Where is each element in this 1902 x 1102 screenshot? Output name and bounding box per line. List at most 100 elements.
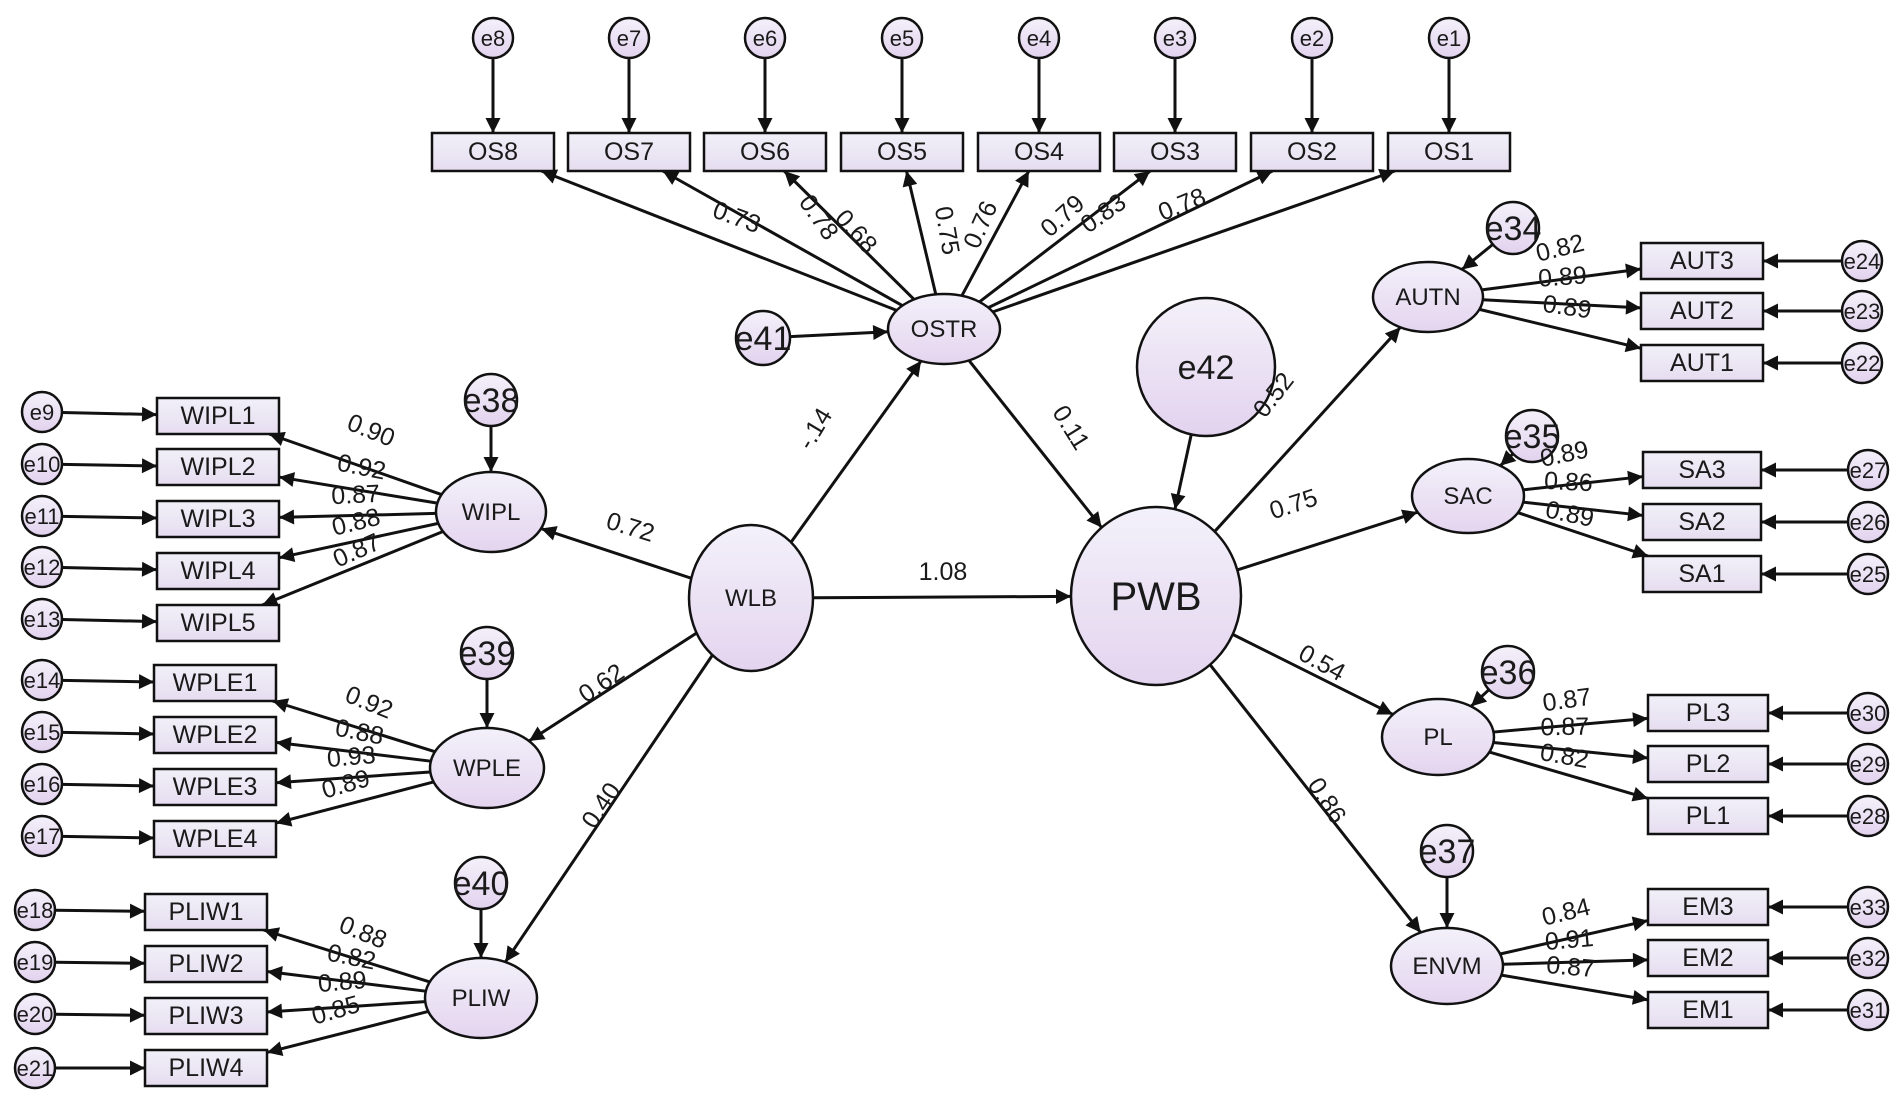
svg-text:e8: e8 xyxy=(481,26,505,51)
indicator-wipl1: WIPL1 xyxy=(155,396,281,436)
error-e2: e2 xyxy=(1290,16,1334,60)
indicator-os5: OS5 xyxy=(839,131,965,173)
error-e21: e21 xyxy=(13,1046,57,1090)
svg-text:WIPL5: WIPL5 xyxy=(180,609,255,637)
indicator-os7: OS7 xyxy=(566,131,692,173)
arrow-e12-to-wipl4 xyxy=(61,561,158,577)
coef-wlb-ostr: -.14 xyxy=(792,403,838,454)
coef-ostr-pwb: 0.11 xyxy=(1047,400,1096,455)
arrow-e15-to-wple2 xyxy=(61,726,155,742)
arrow-wipl-to-wipl2 xyxy=(278,472,438,505)
svg-text:WPLE: WPLE xyxy=(453,755,521,782)
svg-text:PLIW: PLIW xyxy=(452,985,511,1012)
svg-text:e3: e3 xyxy=(1163,26,1187,51)
svg-text:e11: e11 xyxy=(24,504,59,529)
svg-text:e15: e15 xyxy=(24,720,61,745)
error-e27: e27 xyxy=(1846,448,1890,492)
disturbance-e40: e40 xyxy=(453,855,510,911)
error-e20: e20 xyxy=(13,992,57,1036)
error-e4: e4 xyxy=(1017,16,1061,60)
loading-wipl3: 0.87 xyxy=(331,480,381,511)
arrow-e35-to-sac xyxy=(1499,450,1517,467)
indicator-pl1: PL1 xyxy=(1646,796,1770,836)
indicator-os4: OS4 xyxy=(976,131,1102,173)
svg-text:e2: e2 xyxy=(1300,26,1324,51)
error-e31: e31 xyxy=(1846,988,1890,1032)
arrow-autn-to-aut2 xyxy=(1482,298,1642,315)
svg-text:ENVM: ENVM xyxy=(1412,953,1481,980)
indicator-os6: OS6 xyxy=(702,131,828,173)
indicator-wipl5: WIPL5 xyxy=(155,603,281,643)
arrow-wple-to-wple1 xyxy=(272,698,436,754)
svg-text:e31: e31 xyxy=(1850,998,1887,1023)
disturbance-e38: e38 xyxy=(463,372,519,428)
svg-text:e26: e26 xyxy=(1850,510,1887,535)
coef-wlb-pwb: 1.08 xyxy=(919,558,968,586)
arrow-wlb-to-wple xyxy=(528,631,698,743)
svg-text:WIPL4: WIPL4 xyxy=(180,557,255,585)
disturbance-e35: e35 xyxy=(1504,408,1560,464)
svg-text:e14: e14 xyxy=(24,668,61,693)
arrow-pliw-to-pliw4 xyxy=(266,1009,429,1057)
arrow-ostr-to-os2 xyxy=(987,169,1274,310)
svg-text:OS6: OS6 xyxy=(740,138,790,166)
svg-text:OS7: OS7 xyxy=(604,138,654,166)
indicator-sa2: SA2 xyxy=(1641,502,1763,542)
arrow-pwb-to-sac xyxy=(1236,509,1419,572)
loading-pliw3: 0.89 xyxy=(317,966,368,998)
error-e5: e5 xyxy=(880,16,924,60)
svg-text:e19: e19 xyxy=(17,950,54,975)
indicator-pliw4: PLIW4 xyxy=(143,1048,269,1088)
svg-text:OS4: OS4 xyxy=(1014,138,1064,166)
arrow-ostr-to-os5 xyxy=(902,170,938,295)
svg-text:e30: e30 xyxy=(1850,701,1887,726)
arrow-pwb-to-autn xyxy=(1213,326,1402,533)
error-e15: e15 xyxy=(20,710,64,754)
error-e30: e30 xyxy=(1846,691,1890,735)
svg-text:EM2: EM2 xyxy=(1682,944,1733,972)
arrow-e18-to-pliw1 xyxy=(54,903,146,919)
arrow-e14-to-wple1 xyxy=(61,674,155,690)
svg-text:AUT1: AUT1 xyxy=(1670,349,1734,377)
disturbance-e42: e42 xyxy=(1135,296,1277,438)
svg-text:PL: PL xyxy=(1423,724,1452,751)
svg-text:e40: e40 xyxy=(453,865,510,903)
indicator-aut3: AUT3 xyxy=(1639,241,1765,281)
svg-text:e12: e12 xyxy=(24,555,61,580)
arrow-wlb-to-wipl xyxy=(540,526,692,580)
error-e16: e16 xyxy=(20,762,64,806)
arrow-wipl-to-wipl3 xyxy=(278,509,437,525)
indicator-wipl3: WIPL3 xyxy=(155,499,281,539)
svg-text:SAC: SAC xyxy=(1443,483,1492,510)
loading-em1: 0.87 xyxy=(1545,951,1596,983)
svg-text:e33: e33 xyxy=(1850,895,1887,920)
latent-envm: ENVM xyxy=(1389,926,1505,1006)
error-e1: e1 xyxy=(1427,16,1471,60)
svg-text:e27: e27 xyxy=(1850,458,1887,483)
svg-text:e18: e18 xyxy=(17,898,54,923)
svg-text:e36: e36 xyxy=(1480,654,1537,692)
coef-wlb-pliw: 0.40 xyxy=(576,778,626,834)
arrow-e41-to-ostr xyxy=(789,325,889,341)
svg-text:e34: e34 xyxy=(1485,210,1542,248)
svg-text:OS3: OS3 xyxy=(1150,138,1200,166)
loading-os6: 0.68 xyxy=(829,204,882,259)
svg-text:e16: e16 xyxy=(24,772,61,797)
svg-text:WIPL2: WIPL2 xyxy=(180,453,255,481)
error-e26: e26 xyxy=(1846,500,1890,544)
arrow-e9-to-wipl1 xyxy=(61,406,158,422)
svg-text:SA2: SA2 xyxy=(1678,508,1725,536)
error-e12: e12 xyxy=(20,545,64,589)
arrow-wipl-to-wipl1 xyxy=(268,431,442,497)
loading-wple3: 0.93 xyxy=(326,741,377,773)
svg-text:e22: e22 xyxy=(1844,351,1881,376)
arrow-e10-to-wipl2 xyxy=(61,458,158,474)
svg-text:e20: e20 xyxy=(17,1002,54,1027)
disturbance-e37: e37 xyxy=(1419,823,1475,879)
svg-text:EM1: EM1 xyxy=(1682,996,1733,1024)
coef-wlb-wipl: 0.72 xyxy=(603,507,658,548)
svg-text:e21: e21 xyxy=(17,1056,54,1081)
error-e28: e28 xyxy=(1846,794,1890,838)
indicator-wple3: WPLE3 xyxy=(152,767,278,807)
arrow-pwb-to-envm xyxy=(1208,663,1422,934)
